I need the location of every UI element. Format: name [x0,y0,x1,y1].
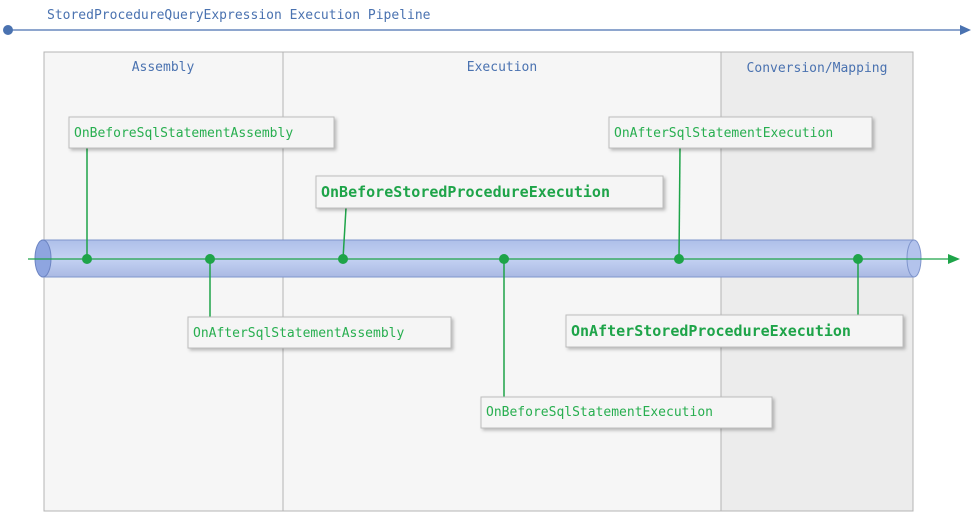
flow-line [28,254,960,264]
event-dot [338,254,348,264]
title-timeline: StoredProcedureQueryExpression Execution… [3,8,971,35]
event-box-after-sql-assembly: OnAfterSqlStatementAssembly [187,316,452,349]
event-label: OnBeforeStoredProcedureExecution [321,183,610,201]
event-label: OnAfterSqlStatementExecution [614,126,833,141]
stage-label-conversion: Conversion/Mapping [747,61,888,76]
event-dot [853,254,863,264]
event-box-before-sql-execution: OnBeforeSqlStatementExecution [480,396,773,429]
event-dots [82,254,863,264]
event-box-after-sp-execution: OnAfterStoredProcedureExecution [565,314,904,348]
stage-label-assembly: Assembly [132,60,195,75]
stage-label-execution: Execution [467,60,537,75]
flow-arrowhead [948,254,960,264]
connector-before-sp-execution [342,207,347,260]
event-label: OnAfterSqlStatementAssembly [193,326,404,341]
event-dot [499,254,509,264]
event-labels: OnBeforeSqlStatementAssembly OnAfterSqlS… [68,116,904,429]
connector-after-sql-execution [678,147,681,260]
event-box-after-sql-execution: OnAfterSqlStatementExecution [608,116,873,149]
event-box-before-sql-assembly: OnBeforeSqlStatementAssembly [68,116,335,149]
event-dot [674,254,684,264]
event-label: OnBeforeSqlStatementExecution [486,405,713,420]
event-dot [205,254,215,264]
event-box-before-sp-execution: OnBeforeStoredProcedureExecution [315,175,664,209]
event-connectors [86,147,859,397]
diagram-title: StoredProcedureQueryExpression Execution… [47,8,431,23]
event-label: OnAfterStoredProcedureExecution [571,322,851,340]
event-label: OnBeforeSqlStatementAssembly [74,126,293,141]
timeline-arrowhead [960,25,971,35]
event-dot [82,254,92,264]
